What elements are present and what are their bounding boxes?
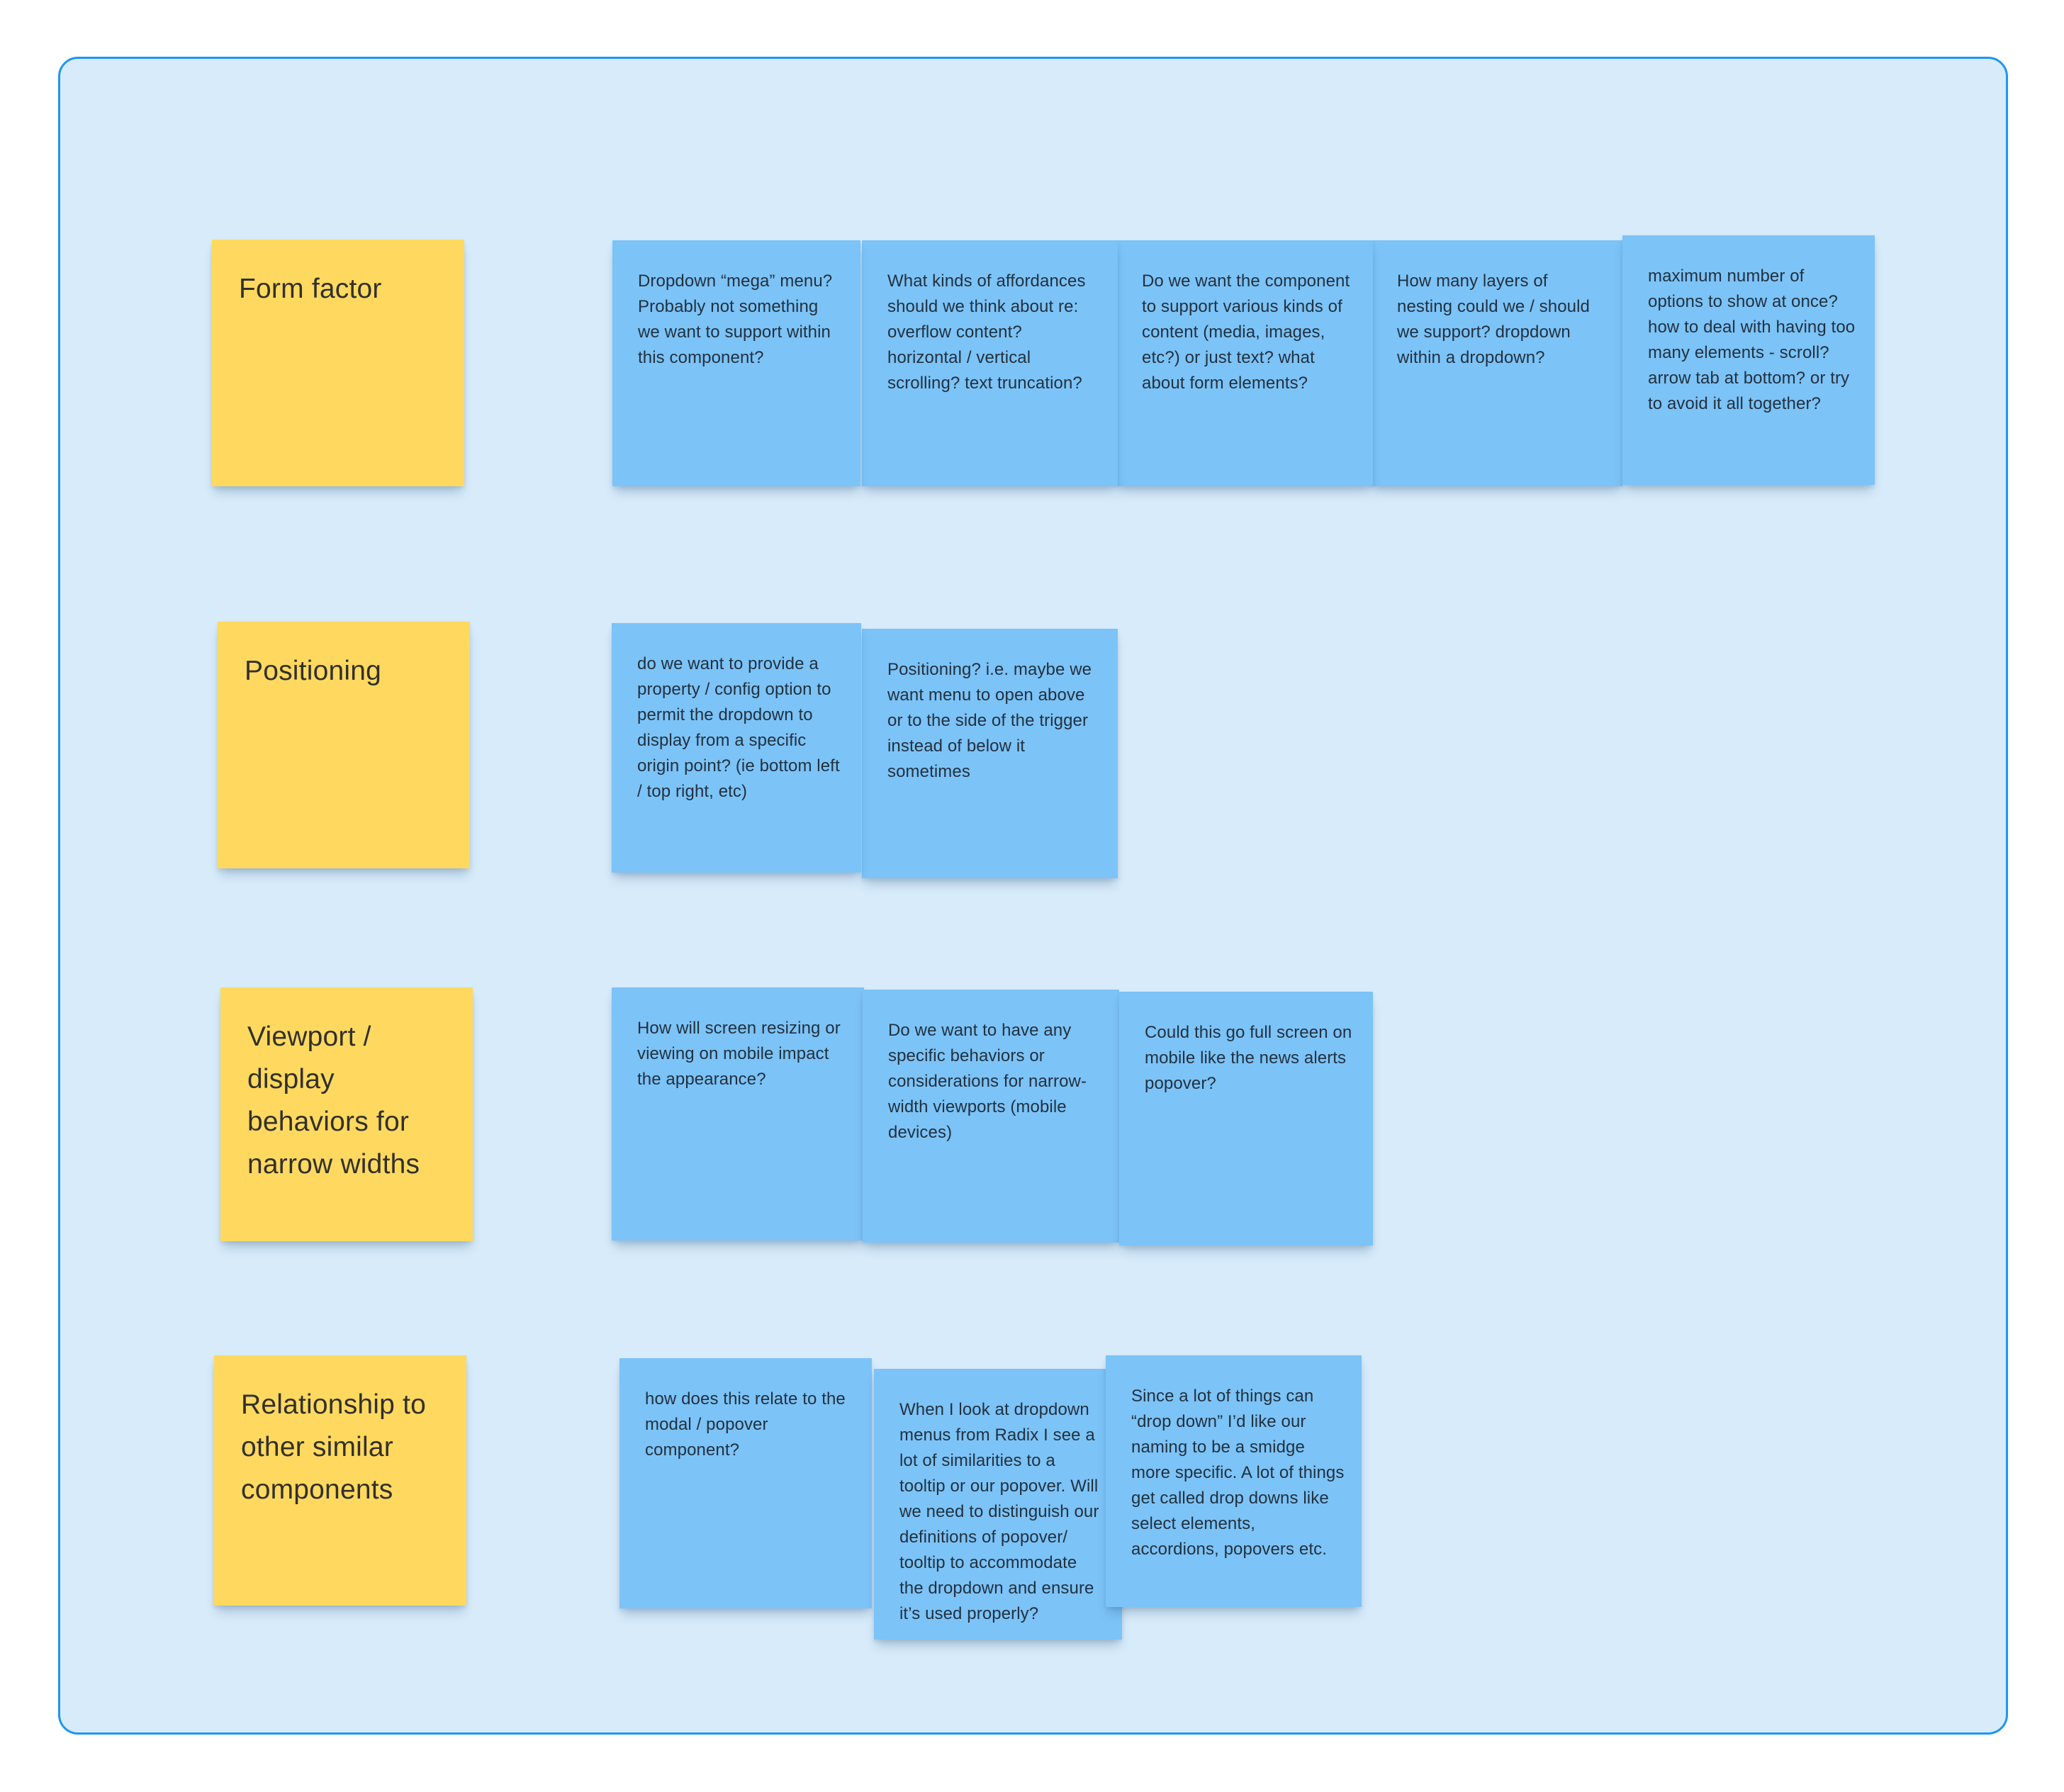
- sticky-note[interactable]: Since a lot of things can “drop down” I’…: [1106, 1355, 1362, 1607]
- sticky-note-text: Could this go full screen on mobile like…: [1145, 1023, 1352, 1093]
- sticky-note-text: Since a lot of things can “drop down” I’…: [1131, 1387, 1345, 1559]
- section-header-note-positioning[interactable]: Positioning: [218, 622, 470, 868]
- sticky-note-text: Do we want the component to support vari…: [1142, 271, 1350, 393]
- sticky-note[interactable]: Do we want to have any specific behavior…: [863, 990, 1119, 1243]
- section-header-note-relationship[interactable]: Relationship to other similar components: [214, 1355, 466, 1606]
- sticky-note[interactable]: Dropdown “mega” menu? Probably not somet…: [612, 240, 860, 486]
- sticky-note[interactable]: How many layers of nesting could we / sh…: [1372, 240, 1622, 486]
- sticky-note[interactable]: Positioning? i.e. maybe we want menu to …: [862, 629, 1118, 878]
- section-header-note-form-factor[interactable]: Form factor: [212, 240, 464, 486]
- section-header-text: Positioning: [245, 656, 381, 686]
- sticky-note-text: how does this relate to the modal / popo…: [645, 1389, 846, 1460]
- sticky-note[interactable]: What kinds of affordances should we thin…: [862, 240, 1118, 486]
- sticky-note[interactable]: Do we want the component to support vari…: [1116, 240, 1373, 486]
- section-header-note-viewport[interactable]: Viewport / display behaviors for narrow …: [220, 987, 473, 1241]
- sticky-note-text: When I look at dropdown menus from Radix…: [899, 1400, 1099, 1623]
- sticky-note[interactable]: how does this relate to the modal / popo…: [619, 1358, 872, 1608]
- section-header-text: Relationship to other similar components: [241, 1389, 426, 1505]
- sticky-note-text: do we want to provide a property / confi…: [637, 654, 840, 801]
- section-header-text: Form factor: [239, 274, 382, 304]
- sticky-note-text: How will screen resizing or viewing on m…: [637, 1019, 841, 1089]
- sticky-note-text: maximum number of options to show at onc…: [1648, 267, 1856, 413]
- sticky-note-text: Do we want to have any specific behavior…: [888, 1021, 1087, 1142]
- sticky-note[interactable]: How will screen resizing or viewing on m…: [612, 987, 864, 1241]
- sticky-note-text: What kinds of affordances should we thin…: [887, 271, 1086, 393]
- sticky-note[interactable]: do we want to provide a property / confi…: [612, 623, 861, 873]
- sticky-note-text: Dropdown “mega” menu? Probably not somet…: [638, 271, 833, 367]
- sticky-note-text: How many layers of nesting could we / sh…: [1397, 271, 1591, 367]
- sticky-note-text: Positioning? i.e. maybe we want menu to …: [887, 660, 1092, 781]
- sticky-note[interactable]: Could this go full screen on mobile like…: [1119, 992, 1373, 1245]
- sticky-note[interactable]: When I look at dropdown menus from Radix…: [874, 1369, 1122, 1640]
- section-header-text: Viewport / display behaviors for narrow …: [247, 1021, 420, 1180]
- whiteboard-frame[interactable]: Form factor Dropdown “mega” menu? Probab…: [58, 57, 2008, 1735]
- sticky-note[interactable]: maximum number of options to show at onc…: [1622, 235, 1875, 485]
